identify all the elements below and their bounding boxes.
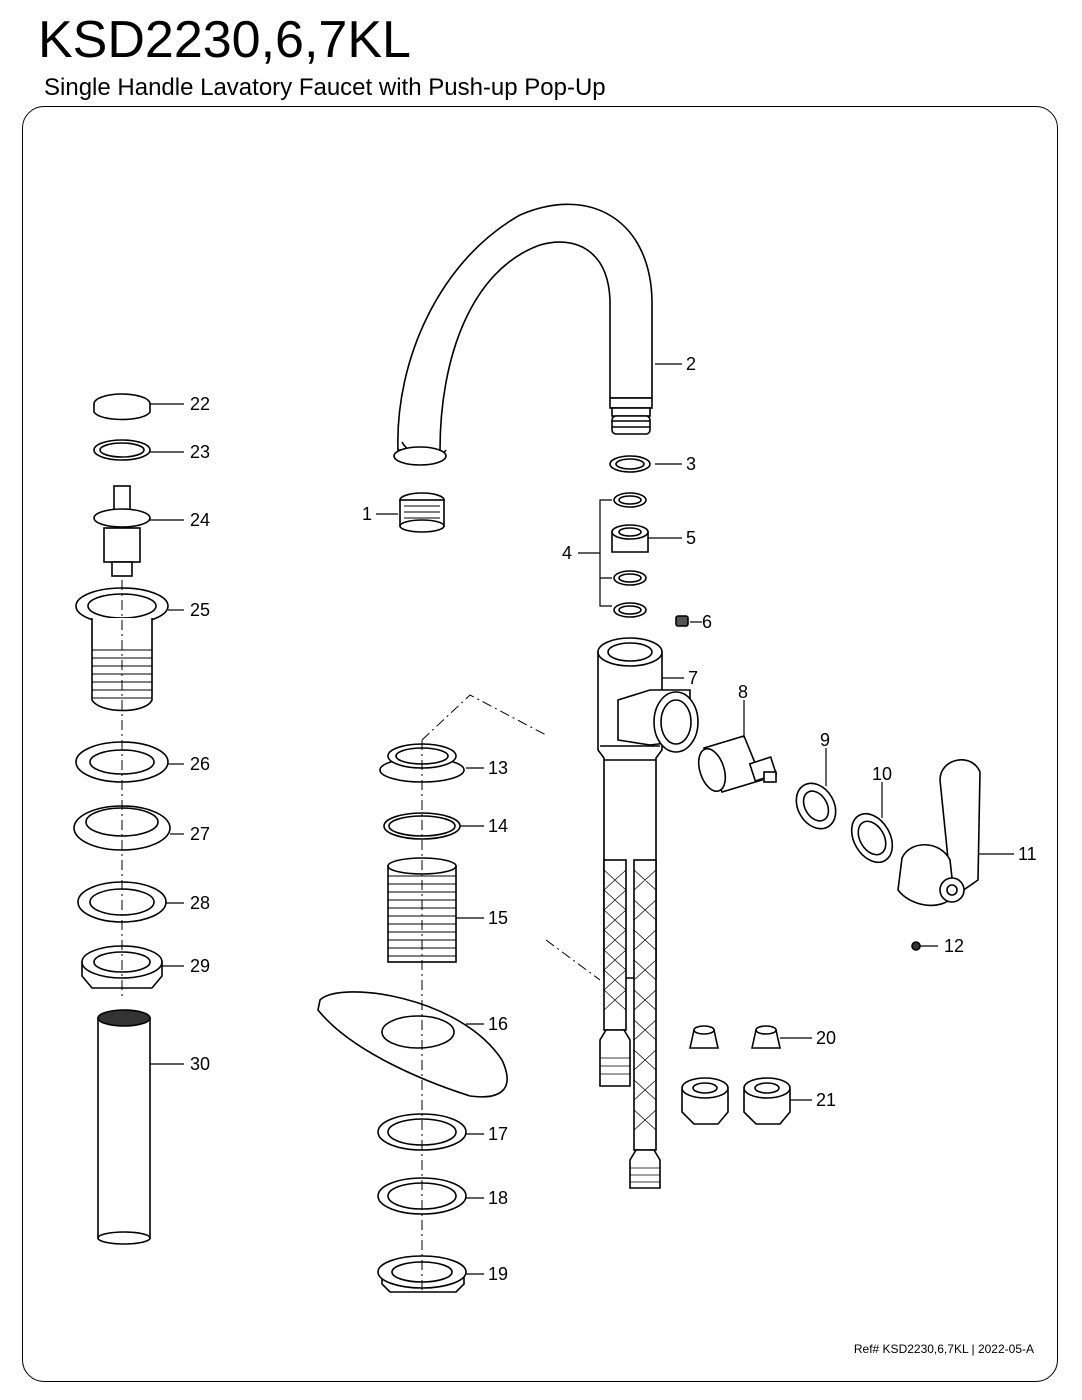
callout-20: 20 bbox=[816, 1028, 836, 1048]
callout-19: 19 bbox=[488, 1264, 508, 1284]
callout-26: 26 bbox=[190, 754, 210, 774]
callout-18: 18 bbox=[488, 1188, 508, 1208]
bonnet-nut-part bbox=[795, 782, 837, 830]
compression-fittings bbox=[681, 1025, 791, 1125]
callout-2: 2 bbox=[686, 354, 696, 374]
callout-23: 23 bbox=[190, 442, 210, 462]
callout-labels: 1 2 3 4 5 6 7 8 9 10 11 12 13 14 15 16 1… bbox=[190, 354, 1037, 1284]
set-screw-part bbox=[675, 615, 689, 627]
callout-8: 8 bbox=[738, 682, 748, 702]
callout-24: 24 bbox=[190, 510, 210, 530]
model-title: KSD2230,6,7KL bbox=[38, 11, 411, 69]
callout-30: 30 bbox=[190, 1054, 210, 1074]
diagram-frame bbox=[22, 106, 1058, 1382]
callout-29: 29 bbox=[190, 956, 210, 976]
callout-9: 9 bbox=[820, 730, 830, 750]
handle-part bbox=[897, 759, 981, 907]
callout-6: 6 bbox=[702, 612, 712, 632]
aerator-part bbox=[399, 492, 445, 533]
supply-hoses bbox=[599, 859, 661, 1189]
cartridge-part bbox=[697, 735, 778, 793]
callout-7: 7 bbox=[688, 668, 698, 688]
handle-screw-part bbox=[911, 941, 921, 951]
callout-3: 3 bbox=[686, 454, 696, 474]
callout-22: 22 bbox=[190, 394, 210, 414]
cap-part bbox=[850, 812, 894, 864]
pop-up-drain-assembly bbox=[73, 393, 171, 1245]
assembly-guide-lines bbox=[121, 580, 601, 1290]
callout-leaders bbox=[150, 363, 1014, 1275]
callout-16: 16 bbox=[488, 1014, 508, 1034]
product-description: Single Handle Lavatory Faucet with Push-… bbox=[44, 74, 606, 101]
callout-13: 13 bbox=[488, 758, 508, 778]
callout-28: 28 bbox=[190, 893, 210, 913]
callout-17: 17 bbox=[488, 1124, 508, 1144]
callout-15: 15 bbox=[488, 908, 508, 928]
spout-part bbox=[393, 203, 653, 466]
callout-4: 4 bbox=[562, 543, 572, 563]
callout-12: 12 bbox=[944, 936, 964, 956]
callout-21: 21 bbox=[816, 1090, 836, 1110]
callout-10: 10 bbox=[872, 764, 892, 784]
callout-14: 14 bbox=[488, 816, 508, 836]
callout-5: 5 bbox=[686, 528, 696, 548]
callout-11: 11 bbox=[1018, 844, 1037, 864]
callout-1: 1 bbox=[362, 504, 372, 524]
reference-number: Ref# KSD2230,6,7KL | 2022-05-A bbox=[853, 1342, 1034, 1356]
callout-25: 25 bbox=[190, 600, 210, 620]
spout-seals bbox=[609, 455, 651, 618]
callout-27: 27 bbox=[190, 824, 210, 844]
